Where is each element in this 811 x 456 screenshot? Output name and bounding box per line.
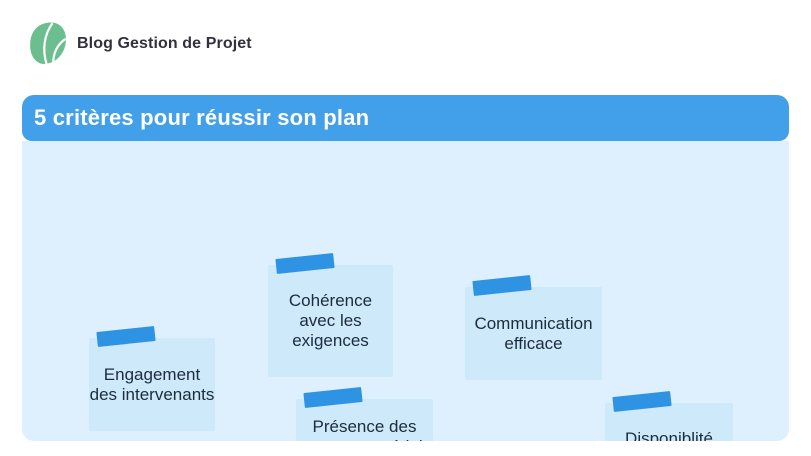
sticky-note-communication: Communication efficace	[465, 275, 602, 380]
sticky-note-label: Disponiblité des documents	[625, 428, 713, 442]
sticky-note-engagement: Engagement des intervenants	[89, 326, 215, 431]
logo-text: Blog Gestion de Projet	[77, 35, 252, 52]
sticky-note-label: Communication efficace	[474, 313, 593, 353]
sticky-note-moyens: Présence des moyens matériels et du budg…	[296, 387, 433, 441]
page-title: 5 critères pour réussir son plan	[34, 105, 370, 130]
sticky-note-disponibilite: Disponiblité des documents	[605, 391, 733, 441]
title-banner: 5 critères pour réussir son plan	[22, 95, 789, 141]
logo: Blog Gestion de Projet	[28, 20, 252, 68]
sticky-note-label: Présence des moyens matériels et du budg…	[298, 416, 431, 442]
leaf-logo-icon	[30, 22, 67, 65]
sticky-note-label: Engagement des intervenants	[89, 364, 215, 404]
sticky-note-coherence: Cohérence avec les exigences	[268, 253, 393, 377]
content-frame: 5 critères pour réussir son plan Engagem…	[22, 95, 789, 441]
sticky-note-label: Cohérence avec les exigences	[288, 291, 373, 350]
